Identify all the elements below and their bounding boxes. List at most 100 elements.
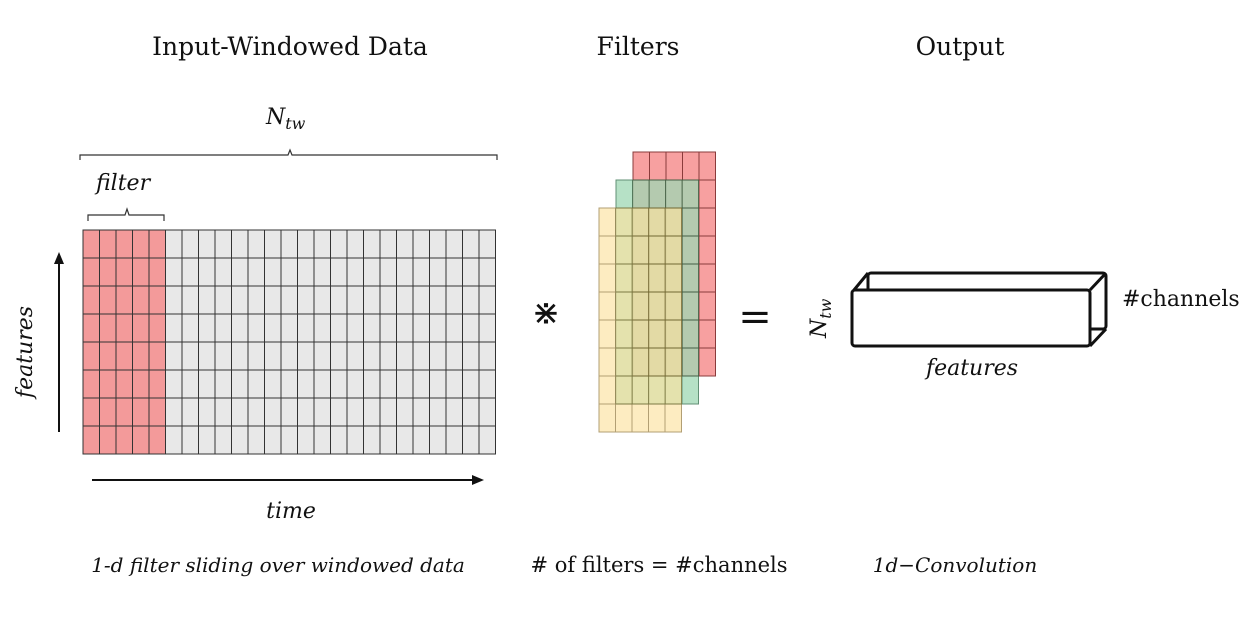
grid-cell <box>478 397 496 427</box>
filter-layer-cell <box>664 291 682 321</box>
filter-layer-cell <box>615 375 633 405</box>
grid-cell <box>264 257 282 287</box>
grid-cell <box>165 425 183 455</box>
grid-cell <box>247 229 265 259</box>
svg-text:Ntw: Ntw <box>807 298 835 339</box>
filter-cell <box>82 313 100 343</box>
grid-cell <box>214 229 232 259</box>
grid-cell <box>198 257 216 287</box>
filter-stack <box>598 151 716 433</box>
grid-cell <box>396 369 414 399</box>
filter-layer-cell <box>664 235 682 265</box>
filter-layer-cell <box>648 207 666 237</box>
filter-layer-cell <box>648 263 666 293</box>
grid-cell <box>280 425 298 455</box>
filter-cell <box>99 257 117 287</box>
grid-cell <box>363 313 381 343</box>
filter-layer-cell <box>598 403 616 433</box>
grid-cell <box>247 397 265 427</box>
grid-cell <box>198 285 216 315</box>
grid-cell <box>181 229 199 259</box>
filter-layer-cell <box>664 375 682 405</box>
filter-cell <box>115 285 133 315</box>
grid-cell <box>214 369 232 399</box>
grid-cell <box>412 341 430 371</box>
filter-layer-cell <box>664 319 682 349</box>
grid-cell <box>346 257 364 287</box>
grid-cell <box>165 285 183 315</box>
filter-cell <box>115 229 133 259</box>
grid-cell <box>379 229 397 259</box>
filter-layer-cell <box>681 235 699 265</box>
grid-cell <box>181 313 199 343</box>
filter-layer-cell <box>648 319 666 349</box>
filter-cell <box>115 425 133 455</box>
grid-cell <box>231 257 249 287</box>
ntw-side-n: N <box>807 318 832 339</box>
grid-cell <box>363 425 381 455</box>
grid-cell <box>462 369 480 399</box>
ntw-side-sub: tw <box>816 298 835 318</box>
filter-layer-cell <box>631 347 649 377</box>
filter-cell <box>82 397 100 427</box>
filter-layer-cell <box>664 347 682 377</box>
grid-cell <box>181 425 199 455</box>
channels-label: #channels <box>1122 287 1240 312</box>
grid-cell <box>396 285 414 315</box>
filter-cell <box>99 285 117 315</box>
filter-layer-cell <box>615 179 633 209</box>
features-axis-arrow <box>54 252 64 432</box>
grid-cell <box>379 313 397 343</box>
filter-cell <box>148 313 166 343</box>
grid-cell <box>478 425 496 455</box>
filter-layer-yellow <box>598 207 682 433</box>
grid-cell <box>478 369 496 399</box>
filter-layer-cell <box>698 263 716 293</box>
filter-layer-cell <box>698 207 716 237</box>
grid-cell <box>165 313 183 343</box>
grid-cell <box>346 285 364 315</box>
grid-cell <box>181 257 199 287</box>
grid-cell <box>346 425 364 455</box>
filter-cell <box>115 341 133 371</box>
grid-cell <box>412 397 430 427</box>
filter-layer-cell <box>681 207 699 237</box>
grid-cell <box>462 285 480 315</box>
grid-cell <box>462 341 480 371</box>
grid-cell <box>231 341 249 371</box>
grid-cell <box>379 341 397 371</box>
filter-layer-cell <box>598 207 616 237</box>
grid-cell <box>363 229 381 259</box>
grid-cell <box>165 369 183 399</box>
grid-cell <box>280 341 298 371</box>
grid-cell <box>181 397 199 427</box>
filter-cell <box>82 257 100 287</box>
filter-layer-cell <box>698 291 716 321</box>
filter-layer-cell <box>698 235 716 265</box>
filter-layer-cell <box>615 319 633 349</box>
filter-layer-cell <box>698 347 716 377</box>
filter-cell <box>99 369 117 399</box>
grid-cell <box>412 369 430 399</box>
filter-layer-cell <box>631 263 649 293</box>
title-output: Output <box>916 32 1005 61</box>
grid-cell <box>297 425 315 455</box>
filter-layer-cell <box>681 319 699 349</box>
filter-cell <box>132 341 150 371</box>
grid-cell <box>330 369 348 399</box>
grid-cell <box>165 229 183 259</box>
filter-cell <box>82 229 100 259</box>
grid-cell <box>445 285 463 315</box>
filter-layer-cell <box>681 347 699 377</box>
grid-cell <box>445 313 463 343</box>
grid-cell <box>280 285 298 315</box>
grid-cell <box>198 229 216 259</box>
grid-cell <box>462 397 480 427</box>
grid-cell <box>478 229 496 259</box>
grid-cell <box>165 257 183 287</box>
grid-cell <box>462 313 480 343</box>
grid-cell <box>379 285 397 315</box>
grid-cell <box>445 425 463 455</box>
grid-cell <box>445 257 463 287</box>
